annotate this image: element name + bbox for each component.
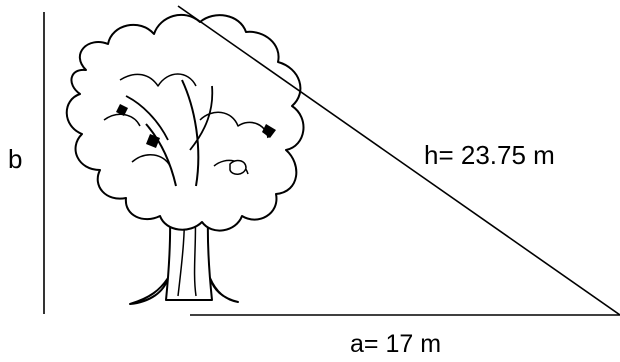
- label-side-b: b: [8, 144, 23, 174]
- tree-illustration-icon: [65, 13, 305, 305]
- label-side-a: a= 17 m: [350, 330, 442, 358]
- hypotenuse-line: [177, 5, 620, 316]
- label-hypotenuse: h= 23.75 m: [424, 140, 555, 170]
